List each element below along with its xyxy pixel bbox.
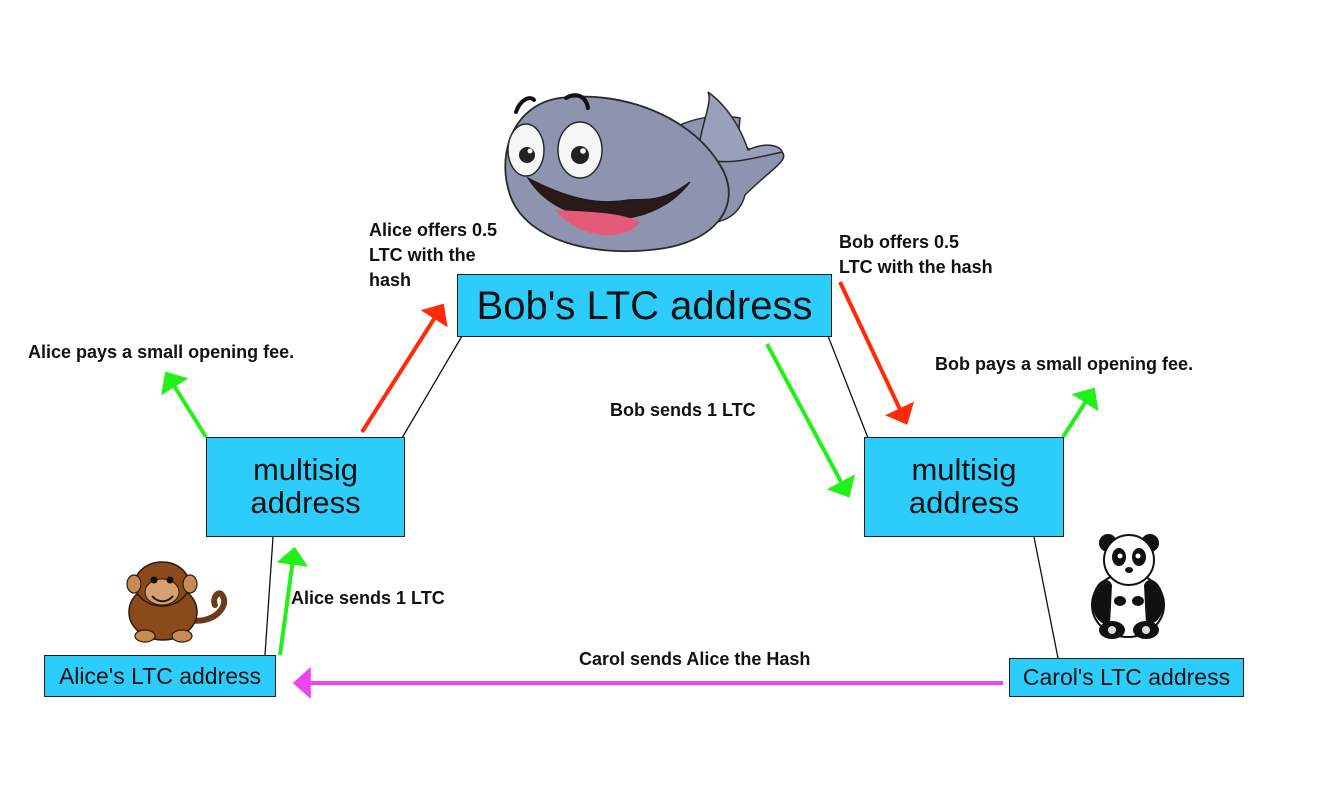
label-alice-sends: Alice sends 1 LTC <box>291 588 445 608</box>
right-multisig-node: multisig address <box>864 437 1064 537</box>
connector-alice-left-multisig <box>264 536 274 656</box>
arrow-alice-offers <box>360 303 448 434</box>
connector-bob-right-multisig <box>827 335 869 439</box>
arrow-alice-fee <box>161 371 208 439</box>
monkey-icon <box>126 561 228 643</box>
label-bob-offers: Bob offers 0.5 LTC with the hash <box>839 232 993 278</box>
left-multisig-node: multisig address <box>206 437 405 537</box>
connector-bob-left-multisig <box>401 335 463 439</box>
bob-ltc-address-node: Bob's LTC address <box>457 274 832 337</box>
arrow-bob-offers <box>838 281 915 425</box>
arrow-alice-sends <box>276 546 309 656</box>
label-bob-fee: Bob pays a small opening fee. <box>935 354 1194 374</box>
label-alice-offers: Alice offers 0.5 LTC with the hash <box>369 220 498 291</box>
alice-ltc-address-node: Alice's LTC address <box>44 655 276 697</box>
label-alice-fee: Alice pays a small opening fee. <box>28 342 295 362</box>
carol-ltc-address-node: Carol's LTC address <box>1009 658 1244 697</box>
arrow-bob-sends <box>765 343 856 498</box>
whale-icon <box>504 91 785 253</box>
connector-carol-right-multisig <box>1033 536 1059 659</box>
panda-icon <box>1091 534 1165 639</box>
arrow-bob-fee <box>1061 387 1099 439</box>
label-bob-sends: Bob sends 1 LTC <box>610 400 756 420</box>
label-carol-sends-hash: Carol sends Alice the Hash <box>579 649 811 669</box>
